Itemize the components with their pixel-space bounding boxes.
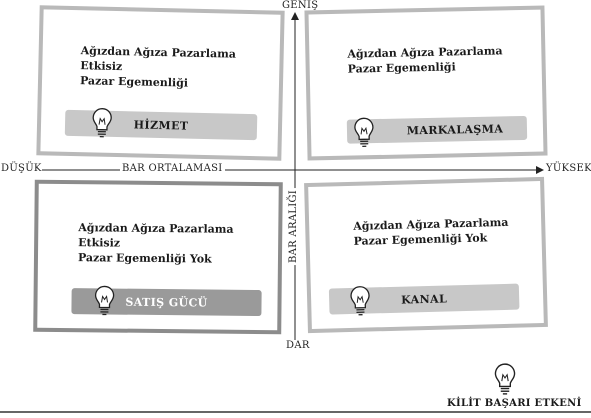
axis-right-label: YÜKSEK — [544, 163, 591, 174]
lightbulb-icon — [350, 286, 370, 316]
lightbulb-icon — [94, 285, 115, 316]
card-title-line2: Pazar Egemenliği Yok — [353, 231, 488, 248]
lightbulb-icon — [354, 117, 374, 147]
card-title: Ağızdan Ağıza Pazarlama Etkisiz Pazar Eg… — [78, 220, 278, 267]
card-title-line2: Pazar Egemenliği — [79, 74, 189, 90]
card-title-line1: Ağızdan Ağıza Pazarlama Etkisiz — [78, 221, 234, 250]
quadrant-card-bottom-left: Ağızdan Ağıza Pazarlama Etkisiz Pazar Eg… — [33, 179, 283, 335]
lightbulb-icon — [494, 363, 516, 395]
card-title-line2: Pazar Egemenliği Yok — [77, 251, 212, 266]
lightbulb-icon — [92, 108, 112, 138]
quadrant-card-bottom-right: Ağızdan Ağıza Pazarlama Pazar Egemenliği… — [304, 176, 548, 334]
axis-bottom-label: DAR — [284, 340, 312, 351]
legend-label: KİLİT BAŞARI ETKENİ — [447, 398, 582, 409]
quadrant-card-top-right: Ağızdan Ağıza Pazarlama Pazar Egemenliği… — [304, 5, 548, 161]
vertical-axis-title: BAR ARALIĞI — [288, 187, 300, 266]
horizontal-axis-title: BAR ORTALAMASI — [120, 163, 225, 174]
card-title: Ağızdan Ağıza Pazarlama Pazar Egemenliği… — [353, 215, 509, 249]
card-title: Ağızdan Ağıza Pazarlama Pazar Egemenliği — [347, 43, 503, 76]
card-title-line2: Pazar Egemenliği — [347, 60, 456, 76]
card-title-line1: Ağızdan Ağıza Pazarlama Etkisiz — [80, 44, 237, 74]
axis-left-label: DÜŞÜK — [1, 163, 42, 174]
quadrant-card-top-left: Ağızdan Ağıza Pazarlama Etkisiz Pazar Eg… — [36, 5, 285, 161]
card-title: Ağızdan Ağıza Pazarlama Etkisiz Pazar Eg… — [80, 43, 280, 93]
axis-top-label: GENİŞ — [280, 0, 321, 11]
